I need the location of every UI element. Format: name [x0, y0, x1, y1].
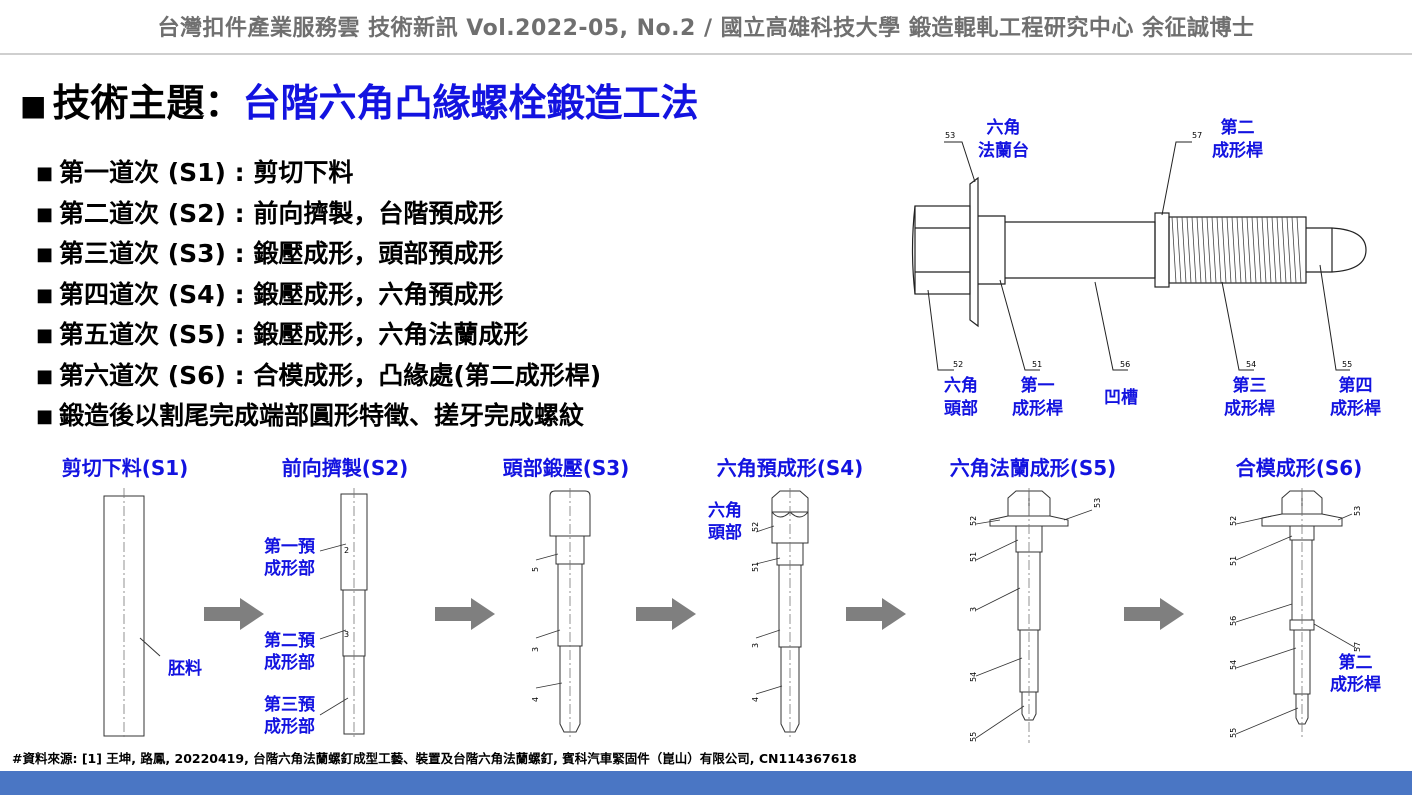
- stage-s3-head: 5 3 4: [531, 488, 591, 738]
- footer-bar: [0, 771, 1412, 795]
- pre-form-2-label: 第二預成形部: [264, 631, 315, 673]
- arrow-right-icon: [1124, 598, 1184, 630]
- part-number: 52: [1229, 516, 1238, 526]
- stage-s4-hex: 52 51 3 4: [751, 488, 809, 738]
- stage-label-s5: 六角法蘭成形(S5): [949, 456, 1117, 480]
- part-number: 54: [1246, 360, 1256, 369]
- part-number: 3: [969, 607, 978, 612]
- part-number: 56: [1120, 360, 1130, 369]
- part-number: 57: [1353, 642, 1362, 652]
- header-divider: [0, 53, 1412, 55]
- list-item: ■第四道次 (S4) : 鍛壓成形，六角預成形: [36, 279, 504, 309]
- page-title: ■技術主題：台階六角凸緣螺栓鍛造工法: [20, 72, 699, 127]
- stage-s2-extrusion: 2 3: [319, 488, 368, 738]
- part-number: 54: [1229, 660, 1238, 670]
- second-shank-note: 第二成形桿: [1330, 653, 1381, 695]
- first-shank-label: 第一 成形桿: [1012, 376, 1063, 419]
- stage-label-s4: 六角預成形(S4): [716, 456, 864, 480]
- stage-label-s3: 頭部鍛壓(S3): [502, 456, 630, 480]
- billet-label: 胚料: [168, 659, 202, 679]
- part-number: 3: [531, 647, 540, 652]
- part-number: 4: [531, 697, 540, 702]
- title-prefix: 技術主題：: [52, 81, 243, 125]
- part-number: 55: [969, 732, 978, 742]
- stage-label-s6: 合模成形(S6): [1235, 456, 1363, 480]
- part-number: 51: [751, 562, 760, 572]
- part-number: 53: [1093, 498, 1102, 508]
- stage-s6-final: 52 51 56 54 55 53 57: [1229, 488, 1362, 738]
- part-number: 54: [969, 672, 978, 682]
- part-number: 57: [1192, 131, 1202, 140]
- part-number: 5: [531, 567, 540, 572]
- list-item: ■第六道次 (S6) : 合模成形，凸緣處(第二成形桿): [36, 360, 602, 390]
- square-bullet-icon: ■: [36, 244, 54, 265]
- third-shank-label: 第三 成形桿: [1224, 376, 1275, 419]
- part-number: 51: [969, 552, 978, 562]
- part-number: 53: [1353, 506, 1362, 516]
- part-number: 52: [751, 522, 760, 532]
- bolt-drawing: 53 57 52 51 56 54 55: [911, 131, 1367, 371]
- part-number: 52: [969, 516, 978, 526]
- part-number: 53: [945, 131, 955, 140]
- part-number: 52: [953, 360, 963, 369]
- groove-label: 凹槽: [1104, 388, 1138, 408]
- stage-label-s1: 剪切下料(S1): [61, 456, 189, 480]
- part-number: 55: [1342, 360, 1352, 369]
- part-number: 55: [1229, 728, 1238, 738]
- part-number: 3: [751, 643, 760, 648]
- arrow-right-icon: [435, 598, 495, 630]
- fourth-shank-label: 第四 成形桿: [1330, 376, 1381, 419]
- step-list: ■第一道次 (S1) : 剪切下料 ■第二道次 (S2) : 前向擠製，台階預成…: [36, 153, 601, 437]
- second-shank-label: 第二 成形桿: [1212, 118, 1263, 161]
- list-item: ■第五道次 (S5) : 鍛壓成形，六角法蘭成形: [36, 320, 529, 349]
- flange-label: 六角 法蘭台: [978, 118, 1029, 161]
- arrow-right-icon: [846, 598, 906, 630]
- square-bullet-icon: ■: [36, 163, 54, 184]
- pre-form-1-label: 第一預成形部: [264, 537, 315, 579]
- pre-form-3-label: 第三預成形部: [264, 695, 315, 737]
- part-number: 4: [751, 697, 760, 702]
- hex-head-note: 六角頭部: [708, 501, 742, 543]
- square-bullet-icon: ■: [36, 365, 54, 387]
- stage-s1-billet: [103, 488, 161, 738]
- source-citation: #資料來源: [1] 王坤, 路鳳, 20220419, 台階六角法蘭螺釘成型工…: [12, 751, 857, 766]
- part-number: 51: [1229, 556, 1238, 566]
- arrow-right-icon: [204, 598, 264, 630]
- square-bullet-icon: ■: [20, 89, 47, 122]
- stage-label-s2: 前向擠製(S2): [281, 456, 409, 480]
- part-number: 3: [344, 630, 349, 639]
- part-number: 51: [1032, 360, 1042, 369]
- title-highlight: 台階六角凸緣螺栓鍛造工法: [242, 81, 699, 125]
- hex-head-label: 六角 頭部: [944, 376, 978, 419]
- list-item: ■第二道次 (S2) : 前向擠製，台階預成形: [36, 198, 504, 228]
- part-number: 56: [1229, 616, 1238, 626]
- square-bullet-icon: ■: [36, 203, 54, 225]
- list-item: ■第一道次 (S1) : 剪切下料: [36, 158, 354, 187]
- list-item: ■鍛造後以割尾完成端部圓形特徵、搓牙完成螺紋: [36, 401, 585, 430]
- square-bullet-icon: ■: [36, 406, 54, 427]
- square-bullet-icon: ■: [36, 284, 54, 306]
- part-number: 2: [344, 546, 349, 555]
- arrow-right-icon: [636, 598, 696, 630]
- list-item: ■第三道次 (S3) : 鍛壓成形，頭部預成形: [36, 239, 504, 268]
- header-banner: 台灣扣件產業服務雲 技術新訊 Vol.2022-05, No.2 / 國立高雄科…: [157, 16, 1255, 41]
- stage-s5-flange: 52 51 3 54 55 53: [969, 488, 1102, 743]
- square-bullet-icon: ■: [36, 325, 54, 346]
